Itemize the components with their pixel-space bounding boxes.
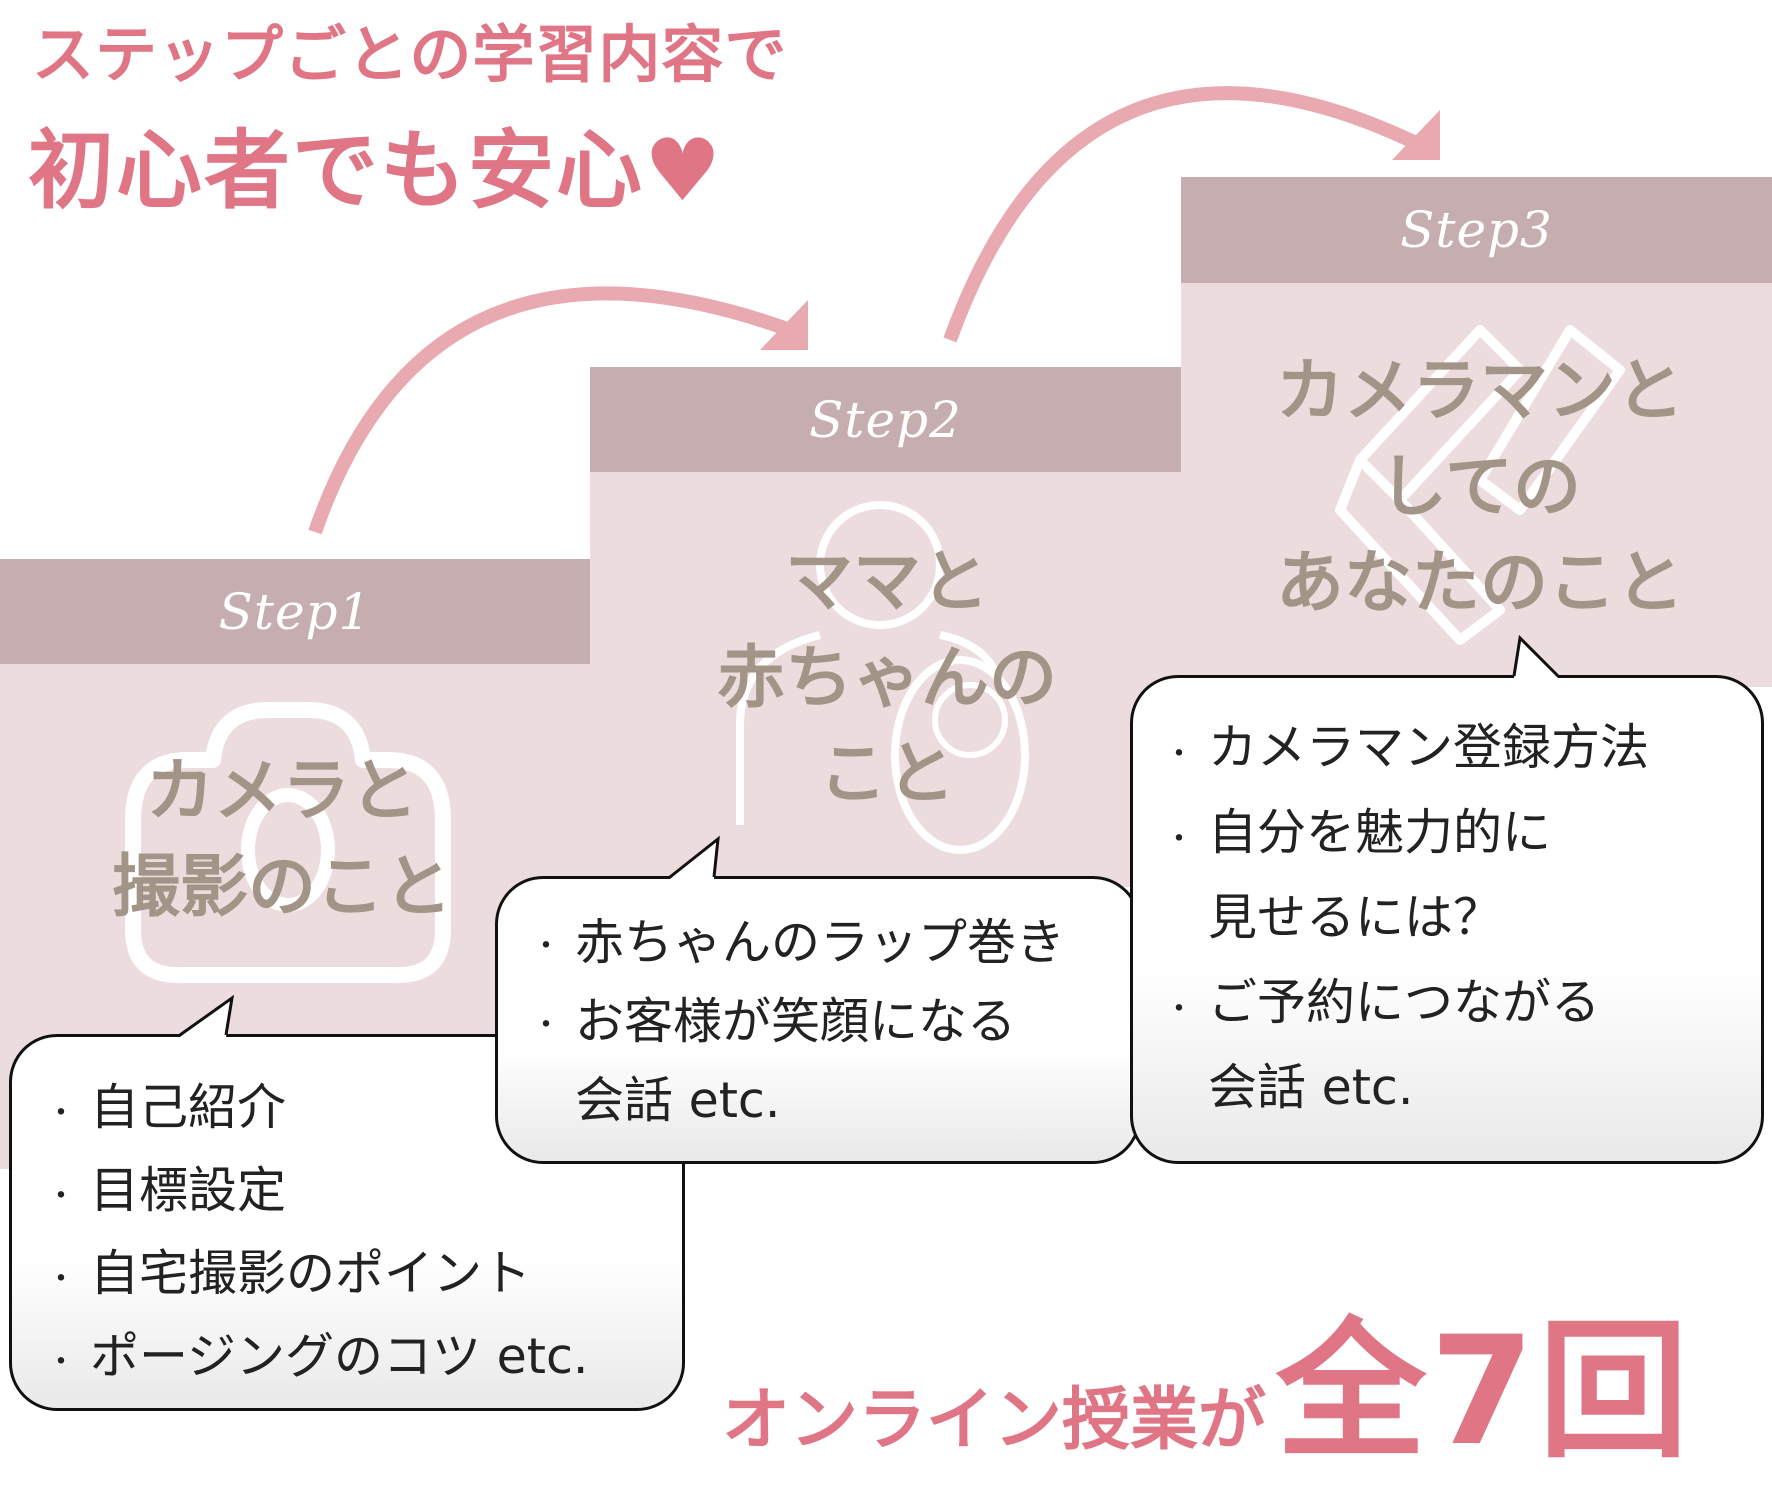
step2-title-line: ママと bbox=[784, 543, 990, 622]
step2-header: Step2 bbox=[590, 367, 1181, 472]
list-item: ・ポージングのコツ etc. bbox=[46, 1328, 589, 1385]
step1-title: カメラと 撮影のこと bbox=[112, 744, 452, 936]
step3-title-line: あなたのこと bbox=[1275, 544, 1685, 623]
bubble-tail bbox=[179, 994, 235, 1037]
list-item: 会話 etc. bbox=[575, 1072, 781, 1129]
bubble-tail bbox=[1512, 634, 1560, 678]
arrow-step2-to-step3 bbox=[943, 86, 1424, 343]
list-item: ・自宅撮影のポイント bbox=[46, 1245, 532, 1302]
step1-header: Step1 bbox=[0, 559, 590, 664]
headline-line1: ステップごとの学習内容で bbox=[32, 18, 788, 91]
pen-icon bbox=[1335, 325, 1625, 645]
list-item: ・赤ちゃんのラップ巻き bbox=[531, 914, 1066, 971]
arrow-head-icon bbox=[1392, 110, 1440, 160]
step3-bubble bbox=[1130, 675, 1764, 1164]
step2-list: ・赤ちゃんのラップ巻き ・お客様が笑顔になる 会話 etc. bbox=[531, 903, 1065, 1140]
lesson-count-value: 全7回 bbox=[1276, 1305, 1693, 1479]
list-item: 会話 etc. bbox=[1208, 1059, 1414, 1116]
list-item: ・自分を魅力的に bbox=[1164, 804, 1552, 861]
step1-title-line: 撮影のこと bbox=[111, 848, 453, 927]
step1-title-line: カメラと bbox=[145, 752, 419, 831]
step3-list: ・カメラマン登録方法 ・自分を魅力的に 見せるには？ ・ご予約につながる 会話 … bbox=[1164, 708, 1649, 1133]
step1-list: ・自己紹介 ・目標設定 ・自宅撮影のポイント ・ポージングのコツ etc. bbox=[46, 1068, 588, 1400]
step3-title-line: しての bbox=[1379, 448, 1581, 527]
bubble-tail bbox=[669, 835, 720, 879]
arrow-step1-to-step2 bbox=[308, 286, 793, 535]
lesson-count: オンライン授業が 全7回 bbox=[722, 1270, 1692, 1487]
step2-title-line: こと bbox=[818, 735, 956, 814]
lesson-count-prefix: オンライン授業が bbox=[722, 1381, 1267, 1460]
step2-bubble bbox=[495, 876, 1141, 1164]
list-item: ・お客様が笑顔になる bbox=[531, 993, 1017, 1050]
list-item: ・目標設定 bbox=[46, 1162, 287, 1219]
list-item: 見せるには？ bbox=[1208, 889, 1503, 946]
step2-title-line: 赤ちゃんの bbox=[716, 639, 1058, 718]
mother-baby-icon bbox=[736, 501, 1029, 854]
step3-header: Step3 bbox=[1181, 177, 1772, 283]
list-item: ・ご予約につながる bbox=[1164, 974, 1601, 1031]
arrow-head-icon bbox=[760, 300, 808, 350]
list-item: ・自己紹介 bbox=[46, 1079, 287, 1136]
progress-arrows bbox=[308, 86, 1440, 535]
camera-icon bbox=[125, 702, 451, 983]
step3-title: カメラマンと しての あなたのこと bbox=[1276, 344, 1684, 632]
step2-title: ママと 赤ちゃんの こと bbox=[717, 535, 1057, 823]
headline-line2: 初心者でも安心♥ bbox=[28, 121, 724, 221]
list-item: ・カメラマン登録方法 bbox=[1164, 719, 1650, 776]
step3-title-line: カメラマンと bbox=[1275, 352, 1685, 431]
